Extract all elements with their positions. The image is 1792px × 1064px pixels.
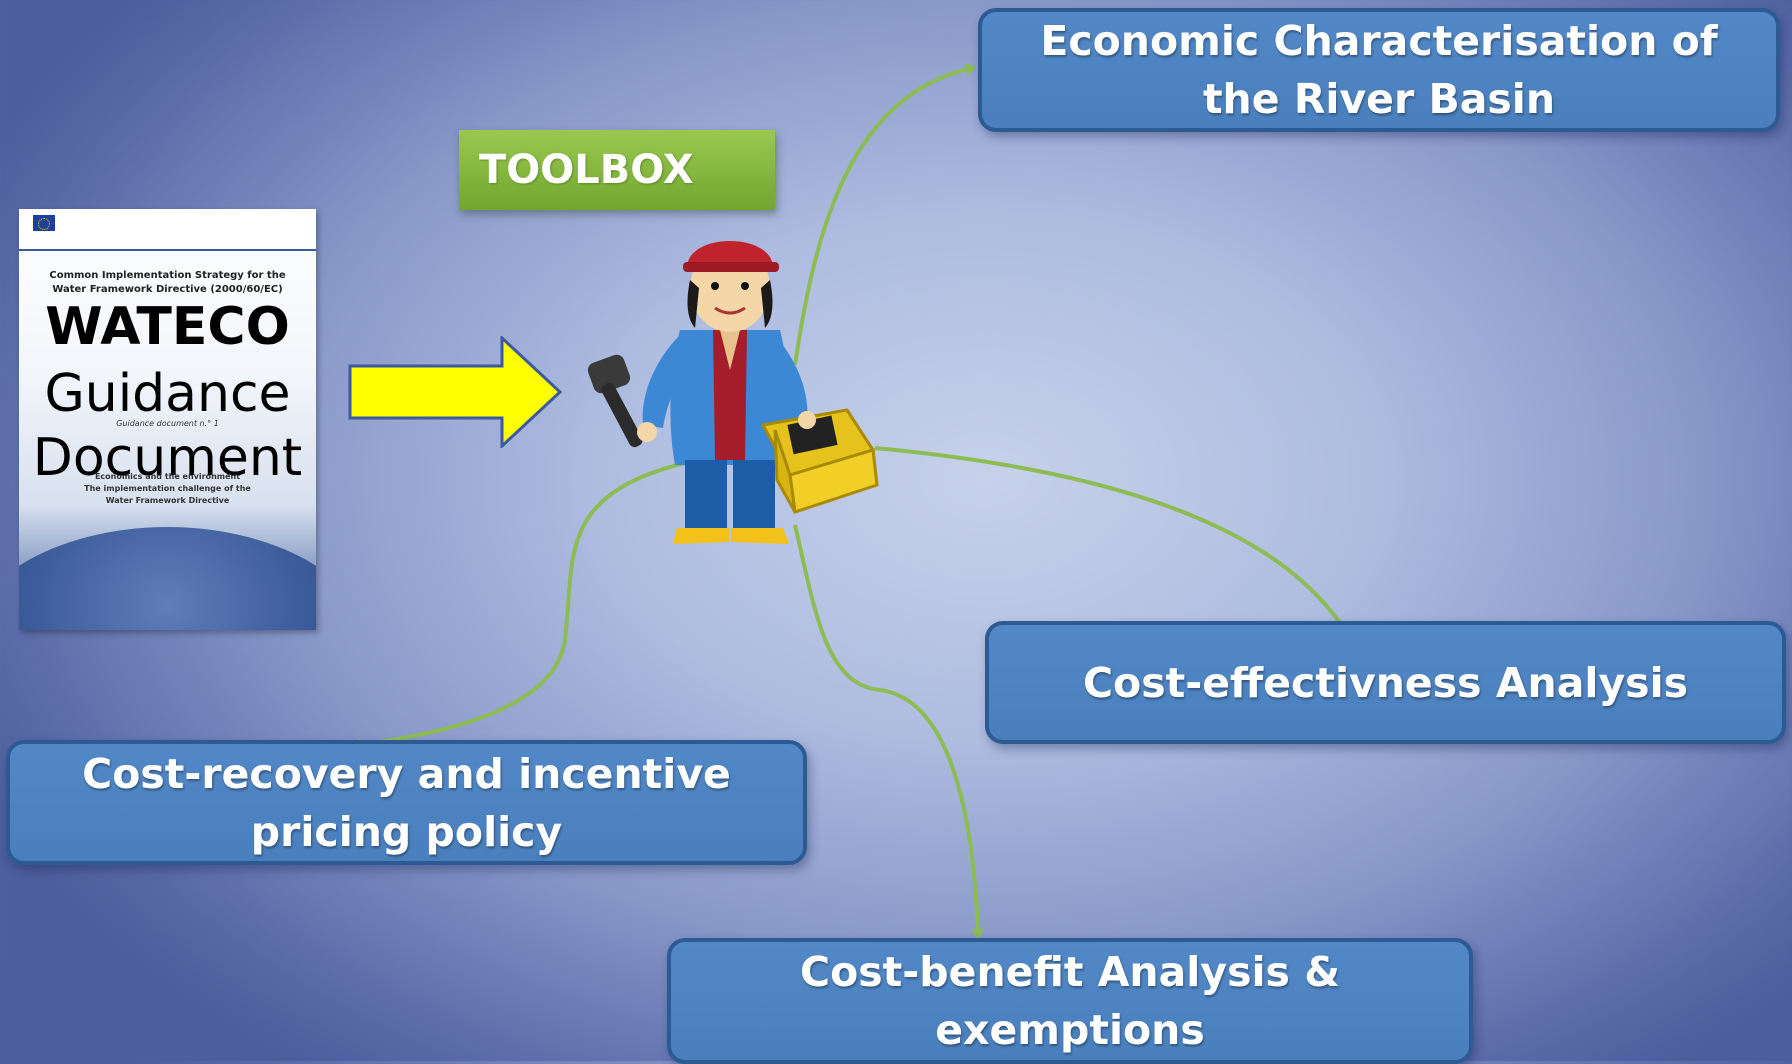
cover-note: Guidance document n.° 1 xyxy=(116,419,219,428)
topic-economic-characterisation: Economic Characterisation of the River B… xyxy=(978,8,1780,132)
cover-title-line2: Guidance xyxy=(44,364,291,424)
cover-subtitle-line2: Water Framework Directive (2000/60/EC) xyxy=(52,284,283,295)
cover-title: WATECO xyxy=(45,297,290,357)
right-arrow-icon xyxy=(348,336,562,448)
cover-header-strip xyxy=(19,209,316,251)
connector-to-cba xyxy=(793,524,978,935)
connector-to-cea xyxy=(874,446,1355,648)
worker-figure-icon xyxy=(587,241,879,544)
cover-title-line3: Document xyxy=(32,428,303,488)
topic-cost-recovery: Cost-recovery and incentive pricing poli… xyxy=(6,740,807,865)
cover-subtitle: Common Implementation Strategy for the W… xyxy=(29,269,306,297)
wateco-document-cover: Common Implementation Strategy for the W… xyxy=(19,209,316,630)
cover-description: Economics and the environment The implem… xyxy=(19,471,316,507)
hammer-icon xyxy=(587,354,643,448)
topic-cost-effectiveness: Cost-effectivness Analysis xyxy=(985,621,1786,744)
eu-flag-icon xyxy=(33,215,55,231)
cover-desc-line2: The implementation challenge of the xyxy=(84,484,251,493)
globe-image xyxy=(19,527,316,630)
cover-desc-line3: Water Framework Directive xyxy=(105,496,230,505)
cover-subtitle-line1: Common Implementation Strategy for the xyxy=(49,270,286,281)
topic-cost-benefit: Cost-benefit Analysis & exemptions xyxy=(667,938,1473,1064)
cover-desc-line1: Economics and the environment xyxy=(94,472,241,481)
toolbox-case-icon xyxy=(760,408,879,514)
toolbox-label: TOOLBOX xyxy=(459,130,775,210)
